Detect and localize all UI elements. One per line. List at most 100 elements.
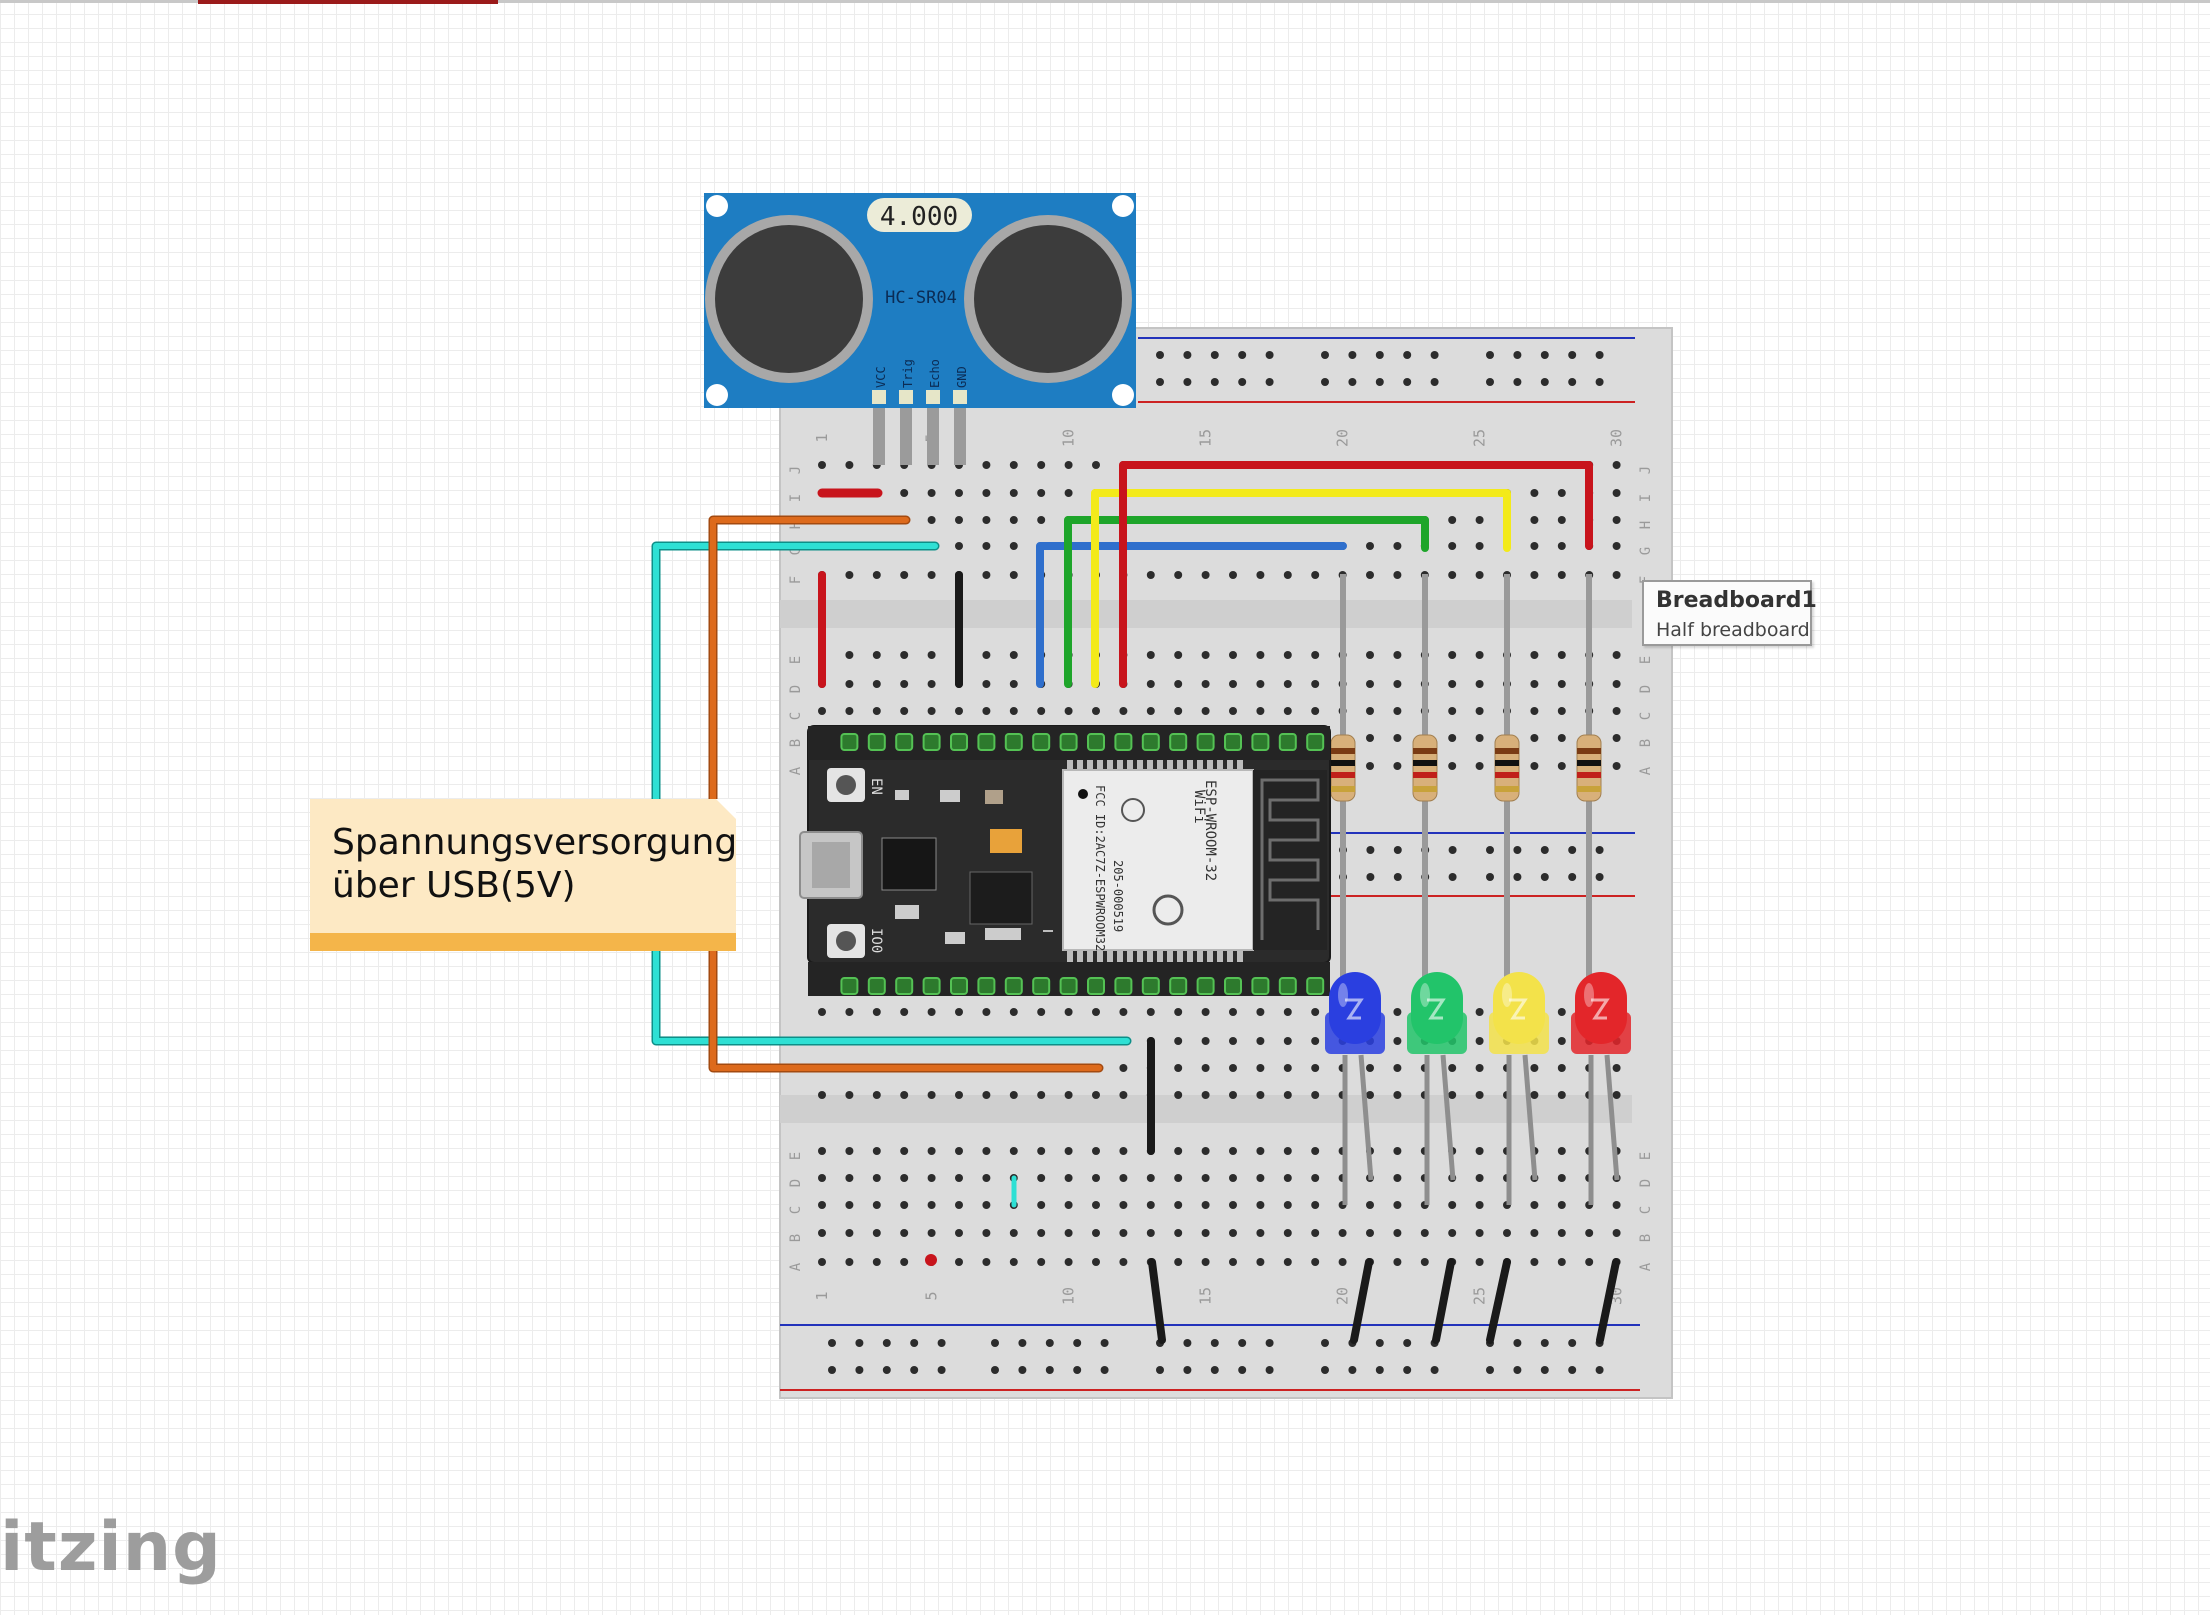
esp32-pin — [867, 977, 886, 995]
wire-black-diag-3[interactable] — [1432, 1258, 1455, 1344]
esp-module-label: ESP-WROOM-32 — [1202, 780, 1218, 881]
esp32-pin — [1087, 733, 1105, 751]
esp32-pin — [1278, 977, 1297, 995]
breadboard-tooltip-title: Breadboard1 — [1656, 588, 1817, 613]
esp32-pin — [1169, 733, 1188, 751]
resistor[interactable] — [1412, 734, 1438, 802]
wire-yellow[interactable] — [1091, 489, 1511, 688]
resistor[interactable] — [1494, 734, 1520, 802]
esp32-pin — [1169, 977, 1188, 995]
wire-blue[interactable] — [1036, 542, 1347, 688]
esp32-pin — [922, 977, 941, 995]
esp32-devkit-board[interactable]: ESP-WROOM-32 FCC ID:2AC7Z-ESPWROOM32 205… — [799, 725, 1331, 996]
esp32-pin — [1306, 977, 1325, 995]
esp32-pin — [1251, 733, 1270, 751]
esp32-pin — [1224, 977, 1242, 995]
row-letter-label: D — [1638, 685, 1654, 693]
esp-wifi-label: WiFi — [1191, 790, 1207, 824]
antenna-trace — [1260, 778, 1320, 940]
note-line-2: über USB(5V) — [332, 865, 576, 906]
row-letter-label: E — [1638, 656, 1654, 664]
row-letter-label: B — [788, 1234, 804, 1242]
esp-ground-symbol-icon — [1121, 798, 1145, 822]
column-number-label: 20 — [1334, 1287, 1352, 1305]
esp32-pin — [1004, 733, 1023, 751]
column-number-label: 1 — [813, 1291, 831, 1300]
note-line-1: Spannungsversorgung — [332, 822, 738, 863]
sensor-pin-label-trig: Trig — [901, 359, 915, 388]
esp32-pin — [977, 733, 996, 751]
esp32-pin — [1141, 733, 1160, 751]
esp32-pin — [1196, 733, 1215, 751]
wire-red-long[interactable] — [1119, 461, 1593, 688]
resistors[interactable] — [1330, 574, 1602, 980]
esp32-pin — [840, 977, 859, 995]
wires[interactable] — [651, 461, 1620, 1344]
sensor-pin-label-vcc: VCC — [874, 366, 888, 388]
column-number-label: 30 — [1608, 429, 1626, 447]
esp-cert-label: 205-000519 — [1111, 860, 1125, 932]
row-letter-label: G — [1638, 547, 1654, 555]
esp32-pin — [922, 733, 941, 751]
sensor-pin-label-echo: Echo — [928, 359, 942, 388]
row-letter-label: C — [1638, 1206, 1654, 1214]
row-letter-label: A — [1638, 766, 1654, 775]
wire-black-diag-1[interactable] — [1148, 1258, 1166, 1344]
fritzing-logo: itzing — [0, 1508, 222, 1587]
capacitor — [990, 829, 1022, 853]
esp32-pin — [895, 733, 914, 751]
leds[interactable] — [1325, 972, 1631, 1205]
resistor[interactable] — [1330, 734, 1356, 802]
esp32-pin — [1059, 733, 1078, 751]
sensor-pin-legs — [873, 390, 966, 465]
row-letter-label: C — [788, 712, 804, 720]
en-label: EN — [868, 778, 884, 795]
note-text: Spannungsversorgung über USB(5V) — [332, 821, 738, 907]
esp-fcc-label: FCC ID:2AC7Z-ESPWROOM32 — [1093, 785, 1107, 951]
esp32-pin — [1004, 977, 1023, 995]
resistor[interactable] — [1576, 734, 1602, 802]
row-letter-label: E — [788, 1152, 804, 1160]
power-supply-note[interactable]: Spannungsversorgung über USB(5V) — [310, 799, 738, 951]
column-number-label: 10 — [1060, 1287, 1078, 1305]
esp32-pin — [1141, 977, 1160, 995]
row-letter-label: A — [788, 766, 804, 775]
row-letter-label: B — [1638, 1234, 1654, 1242]
wire-black-diag-5[interactable] — [1596, 1258, 1620, 1344]
esp32-pin — [950, 977, 968, 995]
row-letter-label: D — [788, 685, 804, 693]
esp32-pin — [1087, 977, 1105, 995]
led-blue[interactable] — [1325, 972, 1385, 1205]
column-number-label: 25 — [1471, 429, 1489, 447]
row-letter-label: H — [788, 521, 804, 529]
column-number-label: 15 — [1197, 1287, 1215, 1305]
led-yellow[interactable] — [1489, 972, 1549, 1205]
note-fold-corner — [716, 799, 736, 819]
wire-black-diag-2[interactable] — [1350, 1258, 1373, 1344]
column-number-label: 25 — [1471, 1287, 1489, 1305]
row-letter-label: E — [1638, 1152, 1654, 1160]
column-number-label: 1 — [813, 433, 831, 442]
wire-green[interactable] — [1064, 516, 1429, 688]
esp32-pin — [867, 733, 886, 751]
breadboard-tooltip-subtitle: Half breadboard — [1656, 619, 1810, 641]
row-letter-label: A — [788, 1262, 804, 1271]
led-red[interactable] — [1571, 972, 1631, 1205]
row-letter-label: G — [788, 547, 804, 555]
row-letter-label: I — [1638, 494, 1654, 502]
wire-black-diag-4[interactable] — [1486, 1258, 1511, 1344]
esp32-pin — [977, 977, 996, 995]
row-letter-label: J — [788, 466, 804, 474]
hc-sr04-sensor[interactable]: 4.000 HC-SR04 VCC Trig Echo GND — [704, 193, 1136, 465]
row-letter-label: B — [788, 739, 804, 747]
row-letter-label: H — [1638, 521, 1654, 529]
column-number-label: 10 — [1060, 429, 1078, 447]
row-letter-label: I — [788, 494, 804, 502]
esp32-pin — [1032, 977, 1051, 995]
led-green[interactable] — [1407, 972, 1467, 1205]
sensor-model-label: HC-SR04 — [885, 288, 957, 308]
wire-red-stub[interactable] — [925, 1254, 937, 1266]
esp32-pin — [950, 733, 968, 751]
voltage-regulator — [969, 871, 1033, 925]
